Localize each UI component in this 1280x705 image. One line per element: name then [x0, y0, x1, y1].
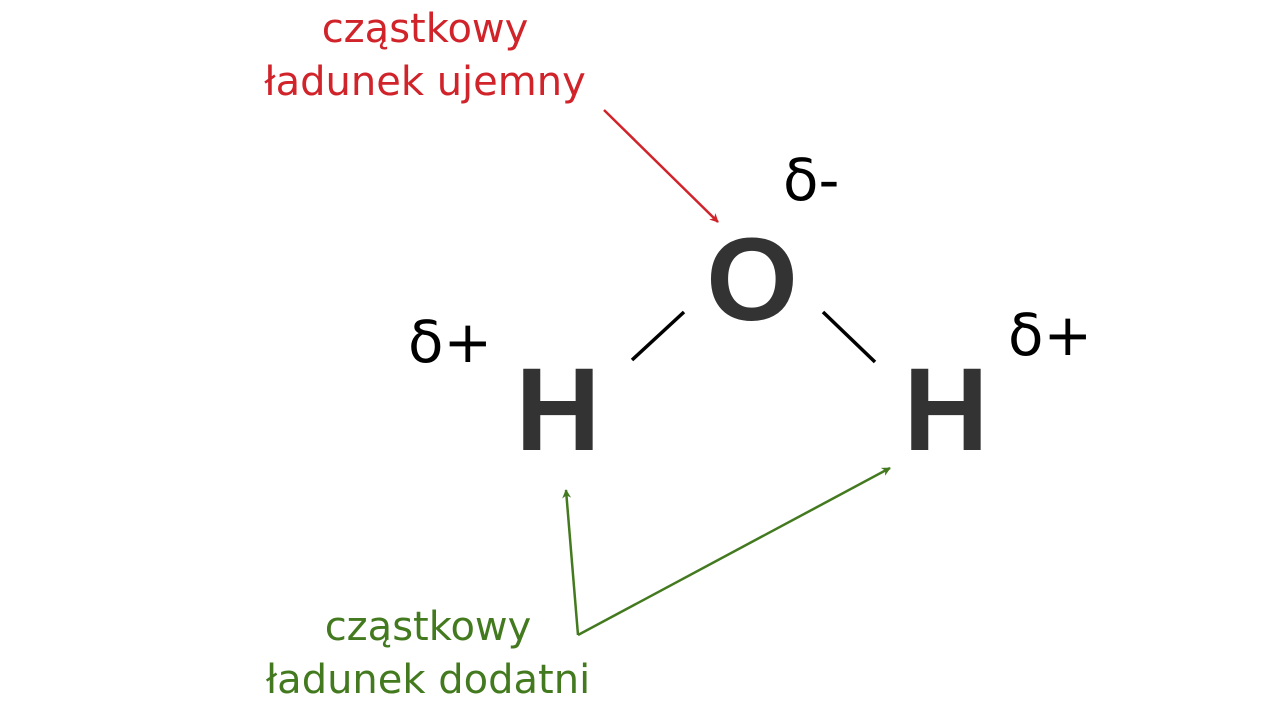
negative-arrow [603, 109, 719, 223]
positive-arrow-right [577, 466, 891, 637]
bond-left [630, 310, 686, 362]
positive-label-line2: ładunek dodatni [266, 657, 590, 703]
oxygen-charge: δ- [783, 146, 839, 214]
positive-label-line1: cząstkowy [325, 604, 532, 650]
hydrogen-left-charge: δ+ [408, 308, 492, 376]
negative-label-line1: cząstkowy [322, 6, 529, 52]
positive-arrow-left [562, 489, 580, 636]
negative-label-line2: ładunek ujemny [264, 59, 586, 105]
hydrogen-right-charge: δ+ [1008, 301, 1092, 369]
hydrogen-right-atom: H [903, 344, 988, 476]
bond-right [821, 310, 877, 364]
oxygen-atom: O [706, 214, 798, 346]
hydrogen-left-atom: H [515, 344, 600, 476]
